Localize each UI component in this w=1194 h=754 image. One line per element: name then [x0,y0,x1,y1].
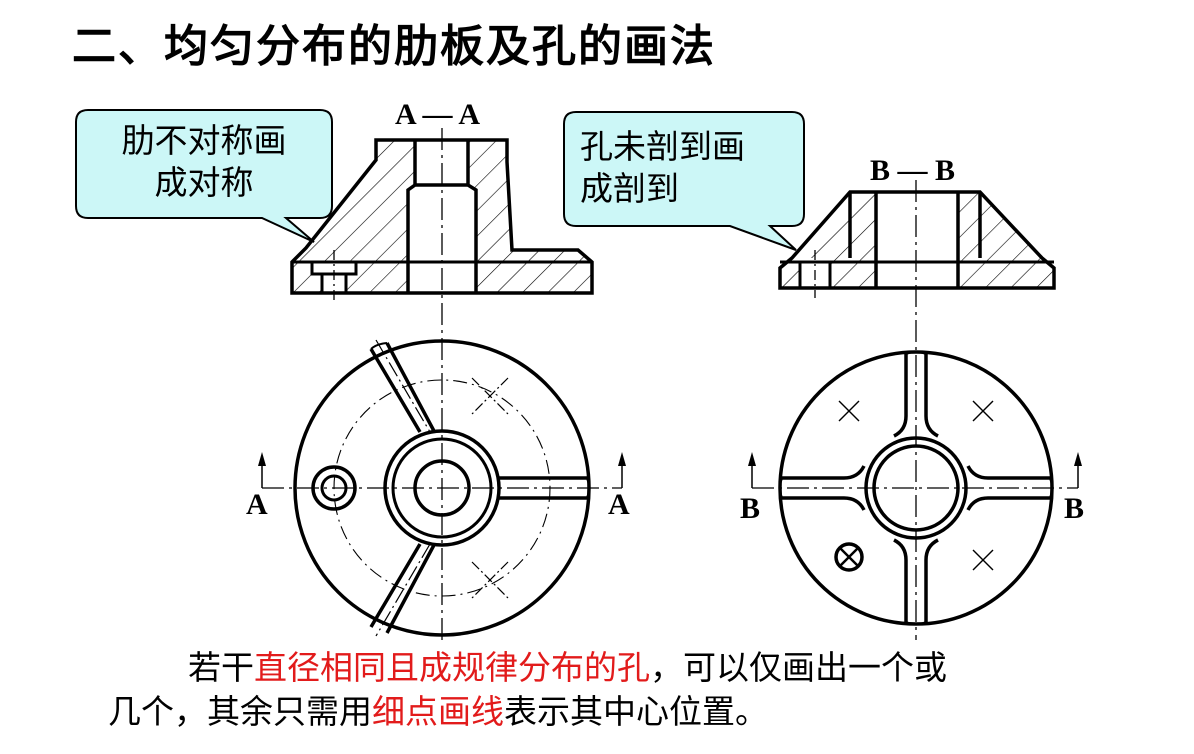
caption-part2-red: 直径相同且成规律分布的孔 [254,648,650,687]
section-label-a: A — A [395,98,480,131]
hole-drawn-b [834,542,864,572]
section-view-b-b [778,180,1056,640]
caption-part1: 若干 [188,648,254,687]
callout-right-line1: 孔未剖到画 [580,127,745,166]
cut-label-a-right: A [608,488,630,521]
callout-left-line2: 成对称 [154,163,254,202]
slide-title: 二、均匀分布的肋板及孔的画法 [72,21,716,72]
cut-label-a-left: A [246,488,268,521]
caption-line1: 若干直径相同且成规律分布的孔，可以仅画出一个或 [108,646,1128,690]
section-outline-a [290,138,594,295]
hole-centre-mark-upper [471,377,509,415]
plan-view-a [258,339,626,637]
rib-top [893,351,939,438]
hatch-left-half [292,140,415,293]
hole-centre-marks-b [838,400,994,571]
section-label-b: B — B [870,154,955,187]
caption-part5-red: 细点画线 [372,692,504,731]
hatch-right-half [468,140,592,293]
caption: 若干直径相同且成规律分布的孔，可以仅画出一个或 几个，其余只需用细点画线表示其中… [108,646,1128,734]
callout-right-line2: 成剖到 [580,169,679,208]
callout-left-bubble [75,109,333,243]
callout-left-line1: 肋不对称画 [121,121,287,160]
callout-right-text: 孔未剖到画 成剖到 [568,126,812,210]
section-view-a-a [290,128,594,640]
cut-label-b-right: B [1064,492,1084,525]
rib-bottom [893,538,939,625]
plan-view-b [748,350,1082,626]
caption-part4: 几个，其余只需用 [108,692,372,731]
caption-part3: ，可以仅画出一个或 [650,648,947,687]
cut-label-b-left: B [740,492,760,525]
caption-part6: 表示其中心位置。 [504,692,768,731]
hole-centre-mark-lower [471,561,509,599]
caption-line2: 几个，其余只需用细点画线表示其中心位置。 [108,690,1128,734]
hatch-b-right [958,192,1054,288]
callout-left-text: 肋不对称画 成对称 [82,120,326,204]
rib-upper-left [369,339,436,433]
callout-right-bubble [563,111,805,251]
